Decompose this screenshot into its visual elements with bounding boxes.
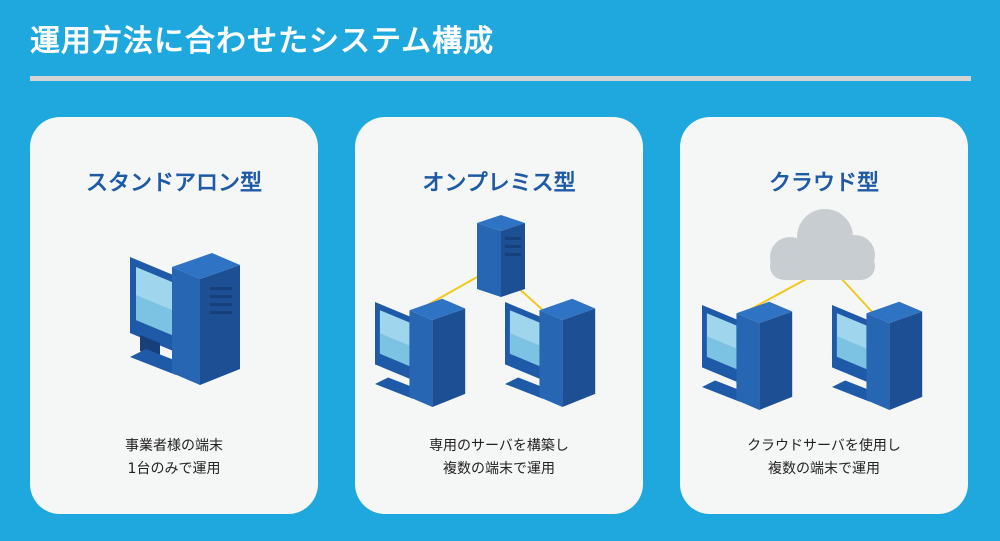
- computer-icon: [702, 301, 793, 410]
- computer-icon: [505, 298, 596, 407]
- computer-icon: [130, 253, 240, 385]
- card-onpremise: オンプレミス型: [355, 117, 643, 514]
- card-cloud: クラウド型 クラウドサーバを使用し: [680, 117, 968, 514]
- cloud-icon: [770, 209, 875, 280]
- card-standalone: スタンドアロン型 事業者様の端末 1台のみで運用: [30, 117, 318, 514]
- card-description: 事業者様の端末 1台のみで運用: [125, 438, 223, 477]
- card-title: スタンドアロン型: [85, 171, 262, 196]
- onpremise-diagram: [375, 215, 596, 407]
- page-title: 運用方法に合わせたシステム構成: [30, 24, 495, 59]
- card-title: クラウド型: [768, 171, 879, 196]
- card-description: クラウドサーバを使用し 複数の端末で運用: [747, 438, 901, 477]
- cloud-diagram: [702, 209, 923, 410]
- connector-line: [839, 276, 876, 316]
- card-description: 専用のサーバを構築し 複数の端末で運用: [429, 438, 569, 477]
- computer-icon: [832, 301, 923, 410]
- server-icon: [477, 215, 525, 297]
- card-title: オンプレミス型: [422, 171, 576, 196]
- standalone-diagram: [130, 253, 240, 385]
- title-divider: [30, 76, 971, 81]
- computer-icon: [375, 298, 466, 407]
